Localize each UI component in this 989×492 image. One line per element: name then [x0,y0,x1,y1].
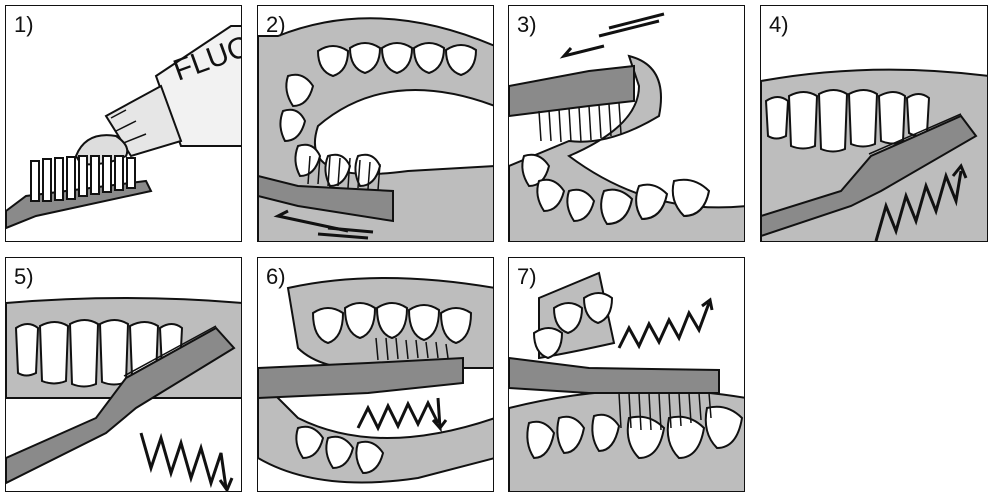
brushing-illustration [761,6,988,242]
brushing-illustration [258,6,494,242]
step-number: 4) [769,12,789,38]
step-5-panel: 5) [5,257,242,492]
step-3-panel: 3) [508,5,745,242]
step-2-panel: 2) [257,5,494,242]
step-number: 3) [517,12,537,38]
step-number: 6) [266,264,286,290]
step-7-panel: 7) [508,257,745,492]
brushing-illustration [509,258,745,492]
step-1-panel: FLUO 1) [5,5,242,242]
brushing-illustration [509,6,745,242]
step-number: 7) [517,264,537,290]
step-4-panel: 4) [760,5,988,242]
toothpaste-illustration: FLUO [6,6,242,242]
step-number: 2) [266,12,286,38]
step-6-panel: 6) [257,257,494,492]
step-number: 1) [14,12,34,38]
brushing-illustration [258,258,494,492]
step-number: 5) [14,264,34,290]
brushing-illustration [6,258,242,492]
